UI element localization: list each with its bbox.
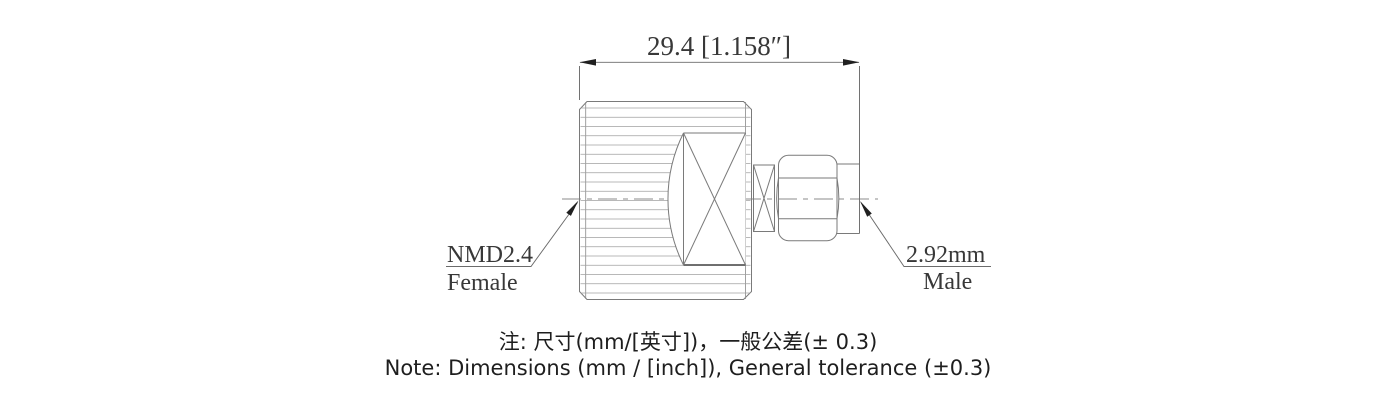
dimension-arrow-left [579,59,596,66]
left-leader-line [446,202,578,267]
right-leader: 2.92mm Male [860,201,991,295]
left-label-line1: NMD2.4 [447,242,533,268]
dimension-annotation: 29.4 [1.158″] [579,31,860,234]
note-line-en: Note: Dimensions (mm / [inch]), General … [384,356,992,380]
right-label-line1: 2.92mm [906,242,986,268]
body-outline [579,101,752,300]
neck-washer [753,164,775,232]
right-label-line2: Male [923,269,972,295]
right-leader-arrow [860,201,872,217]
dimension-text: 29.4 [1.158″] [647,31,791,61]
cone-bore [667,132,746,266]
left-leader-arrow [566,200,579,216]
hex-outline [778,154,838,242]
right-leader-line [860,202,991,267]
neck-diagonal-2 [753,164,775,232]
left-leader: NMD2.4 Female [446,200,579,296]
hex-nut [776,154,840,242]
hex-side-arc-right [836,177,840,219]
cone-arc [667,132,684,266]
left-label-line2: Female [447,270,518,296]
neck-outline [753,164,775,232]
hex-side-arc-left [776,177,779,219]
cone-diagonal-2 [683,132,746,266]
notes-block: 注: 尺寸(mm/[英寸])，一般公差(± 0.3) Note: Dimensi… [0,329,1388,381]
dimension-arrow-right [843,59,860,66]
male-barrel [837,163,860,234]
cone-mask [667,133,746,265]
note-line-zh: 注: 尺寸(mm/[英寸])，一般公差(± 0.3) [498,330,878,354]
